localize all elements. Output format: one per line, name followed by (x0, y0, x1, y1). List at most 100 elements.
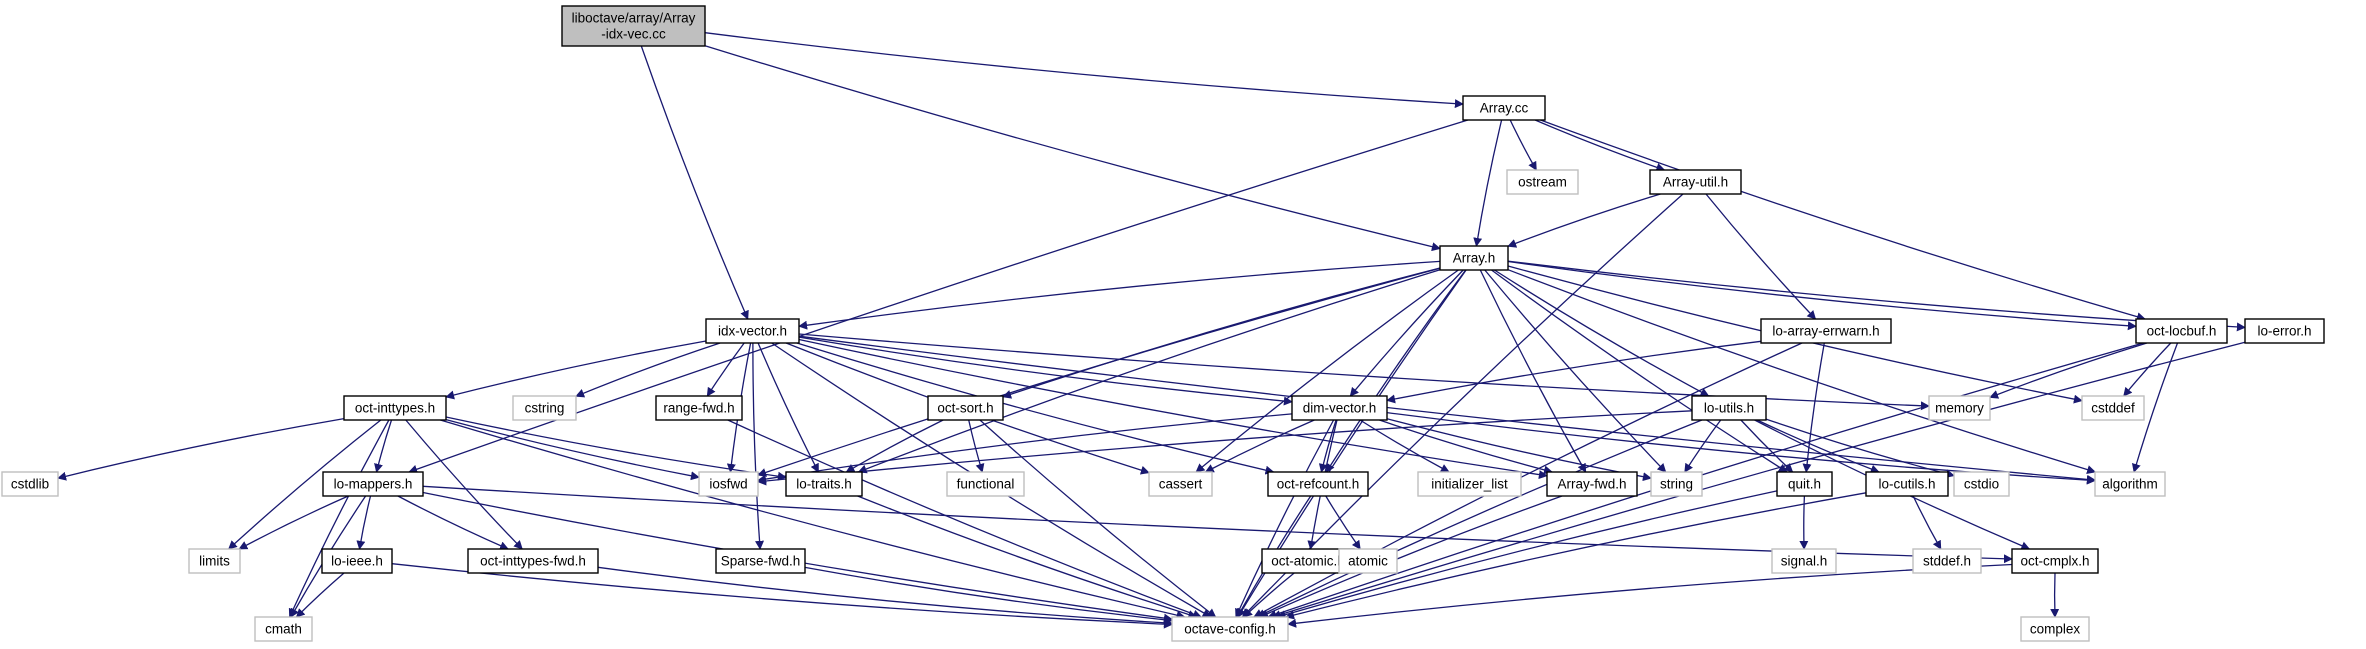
node-oct-refcount-h-box (1267, 471, 1369, 497)
node-idx-vector-h[interactable]: idx-vector.h (705, 318, 800, 344)
node-sparse-fwd-h[interactable]: Sparse-fwd.h (715, 548, 806, 574)
edge-oct-inttypes-h-to-iosfwd (445, 418, 700, 481)
node-cassert: cassert (1148, 471, 1213, 497)
edge-lo-array-errwarn-h-to-octave-config-h (1253, 342, 1803, 618)
edge-array-h-to-lo-error-h (1507, 260, 2246, 332)
node-range-fwd-h-label: range-fwd.h (663, 401, 734, 416)
node-root-label-line-2: -idx-vec.cc (601, 27, 666, 42)
edge-array-h-to-iosfwd (757, 267, 1441, 477)
node-oct-inttypes-h[interactable]: oct-inttypes.h (343, 395, 447, 421)
node-array-cc-box (1462, 95, 1546, 121)
node-lo-cutils-h-box (1865, 471, 1949, 497)
edge-array-h-to-cassert (1195, 269, 1459, 473)
node-array-h[interactable]: Array.h (1439, 245, 1509, 271)
node-array-h-label: Array.h (1453, 251, 1496, 266)
node-limits: limits (188, 548, 241, 574)
edge-dim-vector-h-to-iosfwd (757, 413, 1293, 484)
node-string-box (1650, 471, 1703, 497)
node-iosfwd-box (698, 471, 759, 497)
node-oct-sort-h[interactable]: oct-sort.h (927, 395, 1004, 421)
edge-lo-ieee-h-to-octave-config-h (391, 563, 1173, 629)
node-memory-box (1928, 395, 1991, 421)
node-array-util-h[interactable]: Array-util.h (1649, 169, 1742, 195)
node-lo-cutils-h-label: lo-cutils.h (1878, 477, 1935, 492)
node-oct-cmplx-h[interactable]: oct-cmplx.h (2011, 548, 2099, 574)
node-octave-config-h-box (1171, 616, 1289, 642)
node-cassert-box (1148, 471, 1213, 497)
node-lo-traits-h-box (785, 471, 863, 497)
node-initializer-list: initializer_list (1417, 471, 1522, 497)
edge-oct-inttypes-h-to-oct-inttypes-fwd-h (405, 419, 523, 550)
node-lo-array-errwarn-h[interactable]: lo-array-errwarn.h (1760, 318, 1892, 344)
edge-lo-cutils-h-to-octave-config-h (1285, 492, 1867, 620)
node-root-box (561, 5, 706, 47)
edge-array-cc-to-array-util-h (1534, 119, 1666, 172)
node-cmath-box (254, 616, 313, 642)
node-cstdio: cstdio (1953, 471, 2010, 497)
node-idx-vector-h-label: idx-vector.h (718, 324, 787, 339)
node-algorithm-label: algorithm (2102, 477, 2158, 492)
node-array-h-box (1439, 245, 1509, 271)
node-complex-box (2020, 616, 2090, 642)
node-array-fwd-h[interactable]: Array-fwd.h (1546, 471, 1638, 497)
node-sparse-fwd-h-label: Sparse-fwd.h (721, 554, 801, 569)
node-array-cc[interactable]: Array.cc (1462, 95, 1546, 121)
node-signal-h: signal.h (1771, 548, 1837, 574)
node-algorithm: algorithm (2094, 471, 2166, 497)
node-memory-label: memory (1935, 401, 1984, 416)
node-oct-refcount-h[interactable]: oct-refcount.h (1267, 471, 1369, 497)
node-lo-error-h-box (2244, 318, 2325, 344)
node-lo-array-errwarn-h-label: lo-array-errwarn.h (1772, 324, 1879, 339)
node-algorithm-box (2094, 471, 2166, 497)
edge-range-fwd-h-to-octave-config-h (727, 419, 1203, 619)
node-lo-utils-h-label: lo-utils.h (1704, 401, 1754, 416)
edge-lo-mappers-h-to-oct-cmplx-h (422, 485, 2013, 564)
node-lo-utils-h-box (1691, 395, 1767, 421)
node-lo-error-h-label: lo-error.h (2257, 324, 2311, 339)
node-oct-cmplx-h-label: oct-cmplx.h (2020, 554, 2089, 569)
node-atomic-label: atomic (1348, 554, 1388, 569)
node-cstddef-box (2081, 395, 2145, 421)
edge-idx-vector-h-to-lo-traits-h (757, 342, 819, 473)
edge-root-to-array-cc (704, 32, 1464, 109)
node-lo-ieee-h[interactable]: lo-ieee.h (321, 548, 393, 574)
node-root[interactable]: liboctave/array/Array-idx-vec.cc (561, 5, 706, 47)
node-limits-box (188, 548, 241, 574)
node-oct-refcount-h-label: oct-refcount.h (1277, 477, 1360, 492)
edge-oct-locbuf-h-to-memory (1989, 342, 2148, 399)
edge-array-h-to-oct-refcount-h (1325, 269, 1467, 473)
edge-lo-utils-h-to-lo-cutils-h (1756, 419, 1880, 474)
edge-lo-mappers-h-to-oct-inttypes-fwd-h (397, 495, 509, 550)
edge-idx-vector-h-to-sparse-fwd-h (752, 342, 765, 550)
node-array-util-h-box (1649, 169, 1742, 195)
node-quit-h[interactable]: quit.h (1776, 471, 1833, 497)
edge-oct-cmplx-h-to-octave-config-h (1287, 563, 2013, 628)
node-stddef-h-label: stddef.h (1923, 554, 1971, 569)
node-lo-utils-h[interactable]: lo-utils.h (1691, 395, 1767, 421)
node-cstdlib: cstdlib (1, 471, 59, 497)
edge-array-h-to-lo-traits-h (857, 269, 1441, 474)
edge-lo-utils-h-to-string (1684, 419, 1722, 473)
edge-lo-utils-h-to-quit-h (1740, 419, 1794, 473)
node-oct-atomic-h-label: oct-atomic.h (1271, 554, 1345, 569)
node-array-fwd-h-label: Array-fwd.h (1557, 477, 1626, 492)
node-dim-vector-h[interactable]: dim-vector.h (1291, 395, 1388, 421)
node-cstdlib-label: cstdlib (11, 477, 49, 492)
node-lo-cutils-h[interactable]: lo-cutils.h (1865, 471, 1949, 497)
node-oct-locbuf-h-label: oct-locbuf.h (2147, 324, 2217, 339)
node-oct-inttypes-fwd-h[interactable]: oct-inttypes-fwd.h (467, 548, 599, 574)
edge-oct-atomic-h-to-octave-config-h (1243, 572, 1295, 618)
node-range-fwd-h[interactable]: range-fwd.h (655, 395, 743, 421)
node-ostream: ostream (1506, 169, 1579, 195)
edge-array-cc-to-ostream (1509, 119, 1537, 171)
node-oct-inttypes-fwd-h-label: oct-inttypes-fwd.h (480, 554, 586, 569)
node-lo-error-h[interactable]: lo-error.h (2244, 318, 2325, 344)
node-quit-h-box (1776, 471, 1833, 497)
edge-lo-mappers-h-to-limits (238, 495, 349, 550)
node-iosfwd-label: iosfwd (709, 477, 747, 492)
node-oct-locbuf-h[interactable]: oct-locbuf.h (2135, 318, 2228, 344)
node-lo-mappers-h[interactable]: lo-mappers.h (322, 471, 424, 497)
edge-oct-inttypes-h-to-limits (228, 419, 382, 550)
node-lo-traits-h[interactable]: lo-traits.h (785, 471, 863, 497)
edge-lo-cutils-h-to-stddef-h (1912, 495, 1942, 550)
